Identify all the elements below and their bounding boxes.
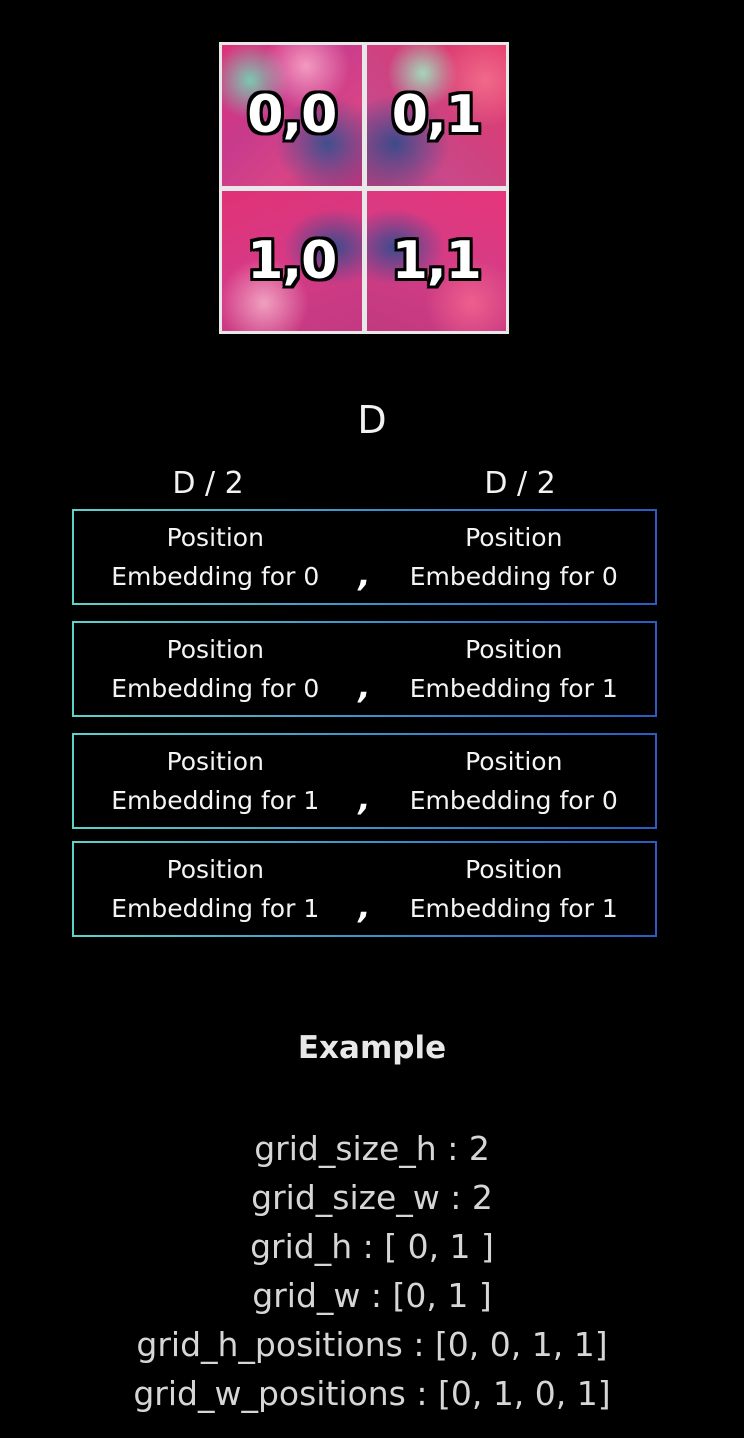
patch-label: 0,0	[247, 85, 337, 146]
embedding-row: Position Embedding for 0 , Position Embe…	[72, 509, 657, 605]
patch-label: 1,1	[391, 230, 482, 291]
embedding-right-line1: Position	[465, 523, 563, 552]
embedding-left-cell: Position Embedding for 0	[74, 630, 357, 708]
embedding-left-line1: Position	[166, 523, 264, 552]
dimension-total-label: D	[357, 398, 387, 442]
embedding-right-cell: Position Embedding for 1	[373, 630, 656, 708]
embedding-left-line2: Embedding for 1	[111, 786, 320, 815]
patch-grid-image: 0,0 0,1 1,0 1,1	[219, 42, 509, 334]
embedding-right-cell: Position Embedding for 1	[373, 850, 656, 928]
patch-1-1: 1,1	[366, 190, 506, 331]
embedding-right-line2: Embedding for 0	[409, 562, 618, 591]
embedding-right-line2: Embedding for 0	[409, 786, 618, 815]
embedding-right-line2: Embedding for 1	[409, 894, 618, 923]
example-title: Example	[297, 1030, 447, 1066]
patch-label: 0,1	[391, 85, 482, 146]
concat-separator: ,	[358, 668, 371, 706]
patch-0-0: 0,0	[222, 45, 362, 186]
concat-separator: ,	[358, 556, 371, 594]
embedding-left-line1: Position	[166, 635, 264, 664]
embedding-left-line1: Position	[166, 855, 264, 884]
example-lines: grid_size_h : 2 grid_size_w : 2 grid_h :…	[0, 1124, 744, 1418]
embedding-left-line2: Embedding for 0	[111, 562, 320, 591]
patch-1-0: 1,0	[222, 190, 362, 331]
embedding-right-line1: Position	[465, 635, 563, 664]
embedding-left-cell: Position Embedding for 0	[74, 518, 357, 596]
concat-separator: ,	[358, 888, 371, 926]
dimension-left-half-label: D / 2	[172, 466, 244, 501]
embedding-left-cell: Position Embedding for 1	[74, 850, 357, 928]
example-line-grid-size-h: grid_size_h : 2	[254, 1129, 490, 1168]
embedding-right-cell: Position Embedding for 0	[373, 518, 656, 596]
embedding-right-line1: Position	[465, 855, 563, 884]
embedding-left-line1: Position	[166, 747, 264, 776]
example-line-grid-h-positions: grid_h_positions : [0, 0, 1, 1]	[136, 1325, 608, 1364]
concat-separator: ,	[358, 780, 371, 818]
example-line-grid-w: grid_w : [0, 1 ]	[252, 1276, 492, 1315]
embedding-left-cell: Position Embedding for 1	[74, 742, 357, 820]
example-line-grid-w-positions: grid_w_positions : [0, 1, 0, 1]	[133, 1374, 611, 1413]
embedding-row: Position Embedding for 1 , Position Embe…	[72, 733, 657, 829]
embedding-row: Position Embedding for 1 , Position Embe…	[72, 841, 657, 937]
patch-0-1: 0,1	[366, 45, 506, 186]
embedding-right-line1: Position	[465, 747, 563, 776]
embedding-right-cell: Position Embedding for 0	[373, 742, 656, 820]
dimension-right-half-label: D / 2	[484, 466, 556, 501]
embedding-right-line2: Embedding for 1	[409, 674, 618, 703]
example-line-grid-size-w: grid_size_w : 2	[251, 1178, 493, 1217]
embedding-left-line2: Embedding for 0	[111, 674, 320, 703]
embedding-left-line2: Embedding for 1	[111, 894, 320, 923]
embedding-row: Position Embedding for 0 , Position Embe…	[72, 621, 657, 717]
example-line-grid-h: grid_h : [ 0, 1 ]	[250, 1227, 494, 1266]
patch-label: 1,0	[247, 230, 337, 291]
